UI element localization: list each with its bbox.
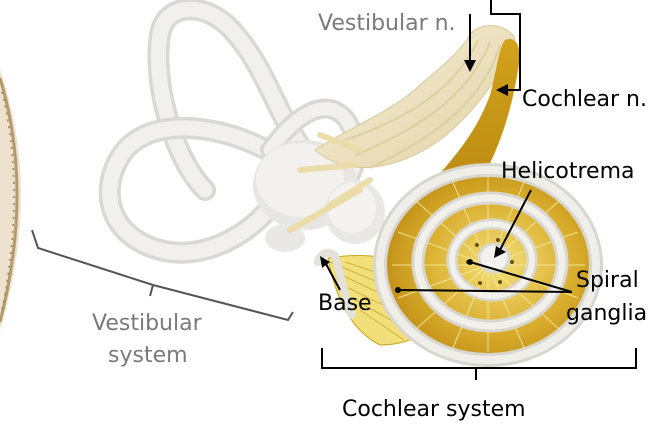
vestibular-nerve-arrowhead bbox=[464, 60, 476, 72]
spiral-ganglia-dot-2 bbox=[395, 287, 401, 293]
cochlear-system-bracket bbox=[321, 348, 637, 380]
label-spiral-ganglia-line2: ganglia bbox=[566, 301, 647, 326]
label-base: Base bbox=[318, 291, 372, 316]
spiral-ganglia-pointers bbox=[397, 261, 573, 293]
cochlea-spiral bbox=[327, 163, 603, 367]
label-helicotrema: Helicotrema bbox=[501, 159, 635, 184]
label-cochlear-nerve: Cochlear n. bbox=[522, 87, 647, 112]
label-vestibular-system-line1: Vestibular bbox=[92, 311, 203, 336]
spiral-ganglia-dot-1 bbox=[467, 259, 473, 265]
vestibular-cochlear-bracket bbox=[490, 0, 521, 91]
label-vestibular-system-line2: system bbox=[108, 343, 188, 368]
label-vestibular-nerve: Vestibular n. bbox=[318, 11, 456, 36]
vestibular-system-bracket-tick bbox=[149, 284, 154, 297]
cochlear-nerve-arrowhead bbox=[496, 84, 508, 96]
helicotrema-pointer bbox=[494, 189, 532, 258]
base-pointer bbox=[320, 256, 341, 291]
label-cochlear-system: Cochlear system bbox=[342, 397, 526, 422]
tympanic-membrane bbox=[0, 70, 21, 330]
cochlea-base-tip bbox=[314, 248, 356, 319]
label-spiral-ganglia-line1: Spiral bbox=[576, 268, 639, 293]
